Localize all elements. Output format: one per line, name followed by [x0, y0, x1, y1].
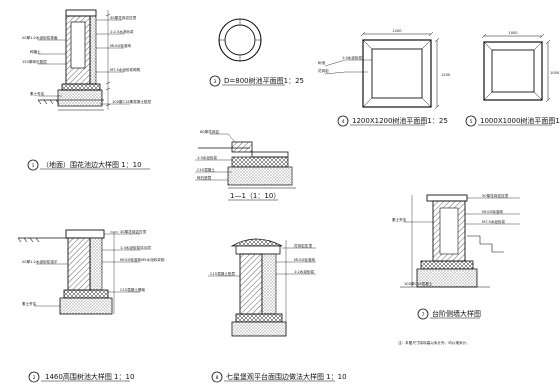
caption-7-number: 7 [422, 312, 425, 318]
caption-5-number: 5 [470, 119, 473, 125]
label: 素土夯实 [392, 217, 407, 222]
general-note: 注：本图尺寸除标高以米计外，均以毫米计。 [398, 340, 470, 345]
caption-1 [27, 159, 150, 171]
dim-height: 1000 [550, 71, 560, 75]
label: M7.5水泥砂浆砌筑 [110, 67, 141, 72]
detail-4-plan [324, 31, 440, 127]
label: 150厚碎石垫层 [22, 59, 47, 64]
label: 种植土 [30, 49, 41, 54]
label: 素土夯实 [22, 301, 37, 306]
dim-width: 1000 [508, 31, 518, 35]
label: 20厚1:2水泥砂浆抹面 [22, 35, 58, 40]
caption-3-number: 3 [214, 79, 217, 85]
caption-3-title: D=800树池平面图1：25 [224, 76, 304, 85]
label: C15混凝土 [197, 167, 215, 172]
detail-8-section [208, 238, 335, 383]
label: 树池 [318, 60, 326, 65]
label: 花岗岩压顶 [294, 243, 312, 248]
caption-2-number: 2 [33, 375, 36, 381]
label: 60厚花岗岩 [200, 129, 219, 134]
detail-2-section [17, 229, 140, 383]
detail-1-section [37, 9, 130, 111]
label: MU10标准砖 [110, 43, 131, 48]
caption-8-number: 8 [216, 375, 219, 381]
detail-5-plan [465, 33, 552, 127]
label: 1:2.5水泥砂浆 [110, 29, 134, 34]
dim-width: 1200 [392, 29, 402, 33]
label: 100厚C15素混凝土垫层 [112, 99, 152, 104]
section-1-1 [195, 133, 296, 201]
label: 20厚1:2水泥砂浆找平 [22, 259, 58, 264]
detail-7-section [400, 194, 520, 320]
caption-2-title: 1460高围树池大样图 1：10 [45, 372, 134, 381]
label: MU10标准砖M5水泥砂浆砌 [120, 257, 165, 262]
caption-5-title: 1000X1000树池平面图1：25 [480, 116, 560, 125]
label: 50厚花岗岩压顶 [482, 193, 509, 198]
label: 碎石垫层 [197, 175, 212, 180]
caption-8-title: 七星堡观平台面围边做法大样图 1：10 [226, 372, 347, 381]
caption-4-number: 4 [342, 119, 345, 125]
label: 1:3水泥砂浆 [342, 55, 363, 60]
caption-4-title: 1200X1200树池平面图1：25 [352, 116, 448, 125]
label: 30厚花岗岩压顶 [120, 229, 147, 234]
caption-6-title: 1—1（1：10） [230, 192, 280, 200]
label: 1:3水泥砂浆结合层 [120, 245, 151, 250]
caption-1-title: （地面）围花池边大样图 1：10 [42, 160, 142, 169]
label: 素土夯实 [30, 91, 45, 96]
label: M7.5水泥砂浆 [482, 219, 506, 224]
label: 1:3水泥砂浆 [197, 155, 218, 160]
dim-height: 1200 [441, 73, 451, 77]
label: C15混凝土垫层 [210, 271, 235, 276]
label: C15混凝土基础 [120, 287, 145, 292]
label: 花岗岩 [318, 68, 329, 73]
label: 30厚花岗岩压顶 [110, 15, 137, 20]
label: 100厚C15混凝土 [404, 281, 433, 286]
label: MU10标准砖 [294, 257, 315, 262]
detail-3-plan [209, 18, 285, 87]
label: MU10标准砖 [482, 209, 503, 214]
label: 1:2水泥砂浆 [294, 269, 315, 274]
caption-1-number: 1 [32, 163, 35, 169]
caption-7-title: 台阶侧墙大样图 [432, 309, 481, 318]
